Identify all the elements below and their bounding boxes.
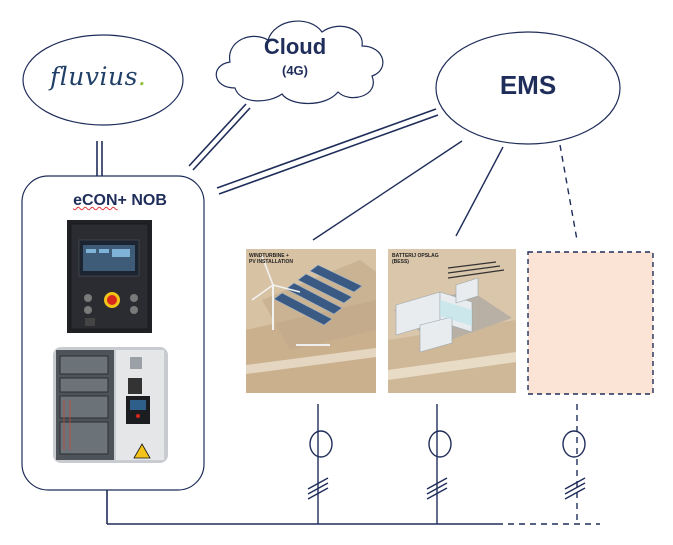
fluvius-node: [22, 34, 184, 126]
econ-cabinet-photo: [53, 347, 168, 463]
cloud-title: Cloud: [263, 34, 327, 59]
cloud-node: [215, 20, 384, 104]
link-cloud-econ: [188, 103, 251, 171]
ems-node: [435, 31, 621, 145]
battery-caption-line2: (BESS): [392, 259, 409, 265]
econ-control-panel-photo: [67, 220, 152, 333]
link-fluvius-econ: [96, 141, 103, 176]
link-ems-windpv: [312, 140, 463, 241]
econ-title-prefix: eCON: [73, 192, 118, 209]
feeder-battery: [426, 404, 452, 524]
econ-title: eCON+ NOB: [30, 192, 210, 210]
battery-caption: BATTERIJ OPSLAG (BESS): [392, 253, 439, 265]
battery-tile: [388, 249, 516, 393]
fluvius-logo-dot: .: [137, 62, 147, 91]
ems-title: EMS: [499, 70, 557, 100]
battery-caption-line1: BATTERIJ OPSLAG: [392, 253, 439, 259]
windpv-caption-line2: PV INSTALLATION: [249, 259, 293, 265]
cloud-subtitle: (4G): [282, 63, 308, 78]
windpv-tile: [246, 249, 376, 393]
windpv-caption-line1: WINDTURBINE +: [249, 253, 289, 259]
fluvius-logo: fluvius.: [50, 62, 160, 91]
econ-title-suffix: + NOB: [117, 192, 167, 209]
windpv-caption: WINDTURBINE + PV INSTALLATION: [249, 253, 293, 265]
link-ems-econ: [216, 108, 439, 195]
feeder-windpv: [307, 404, 333, 524]
future-asset-placeholder: [527, 251, 654, 395]
link-ems-placeholder: [559, 144, 578, 241]
link-ems-battery: [455, 146, 504, 237]
feeder-placeholder: [562, 404, 586, 524]
fluvius-logo-text: fluvius: [50, 62, 138, 91]
